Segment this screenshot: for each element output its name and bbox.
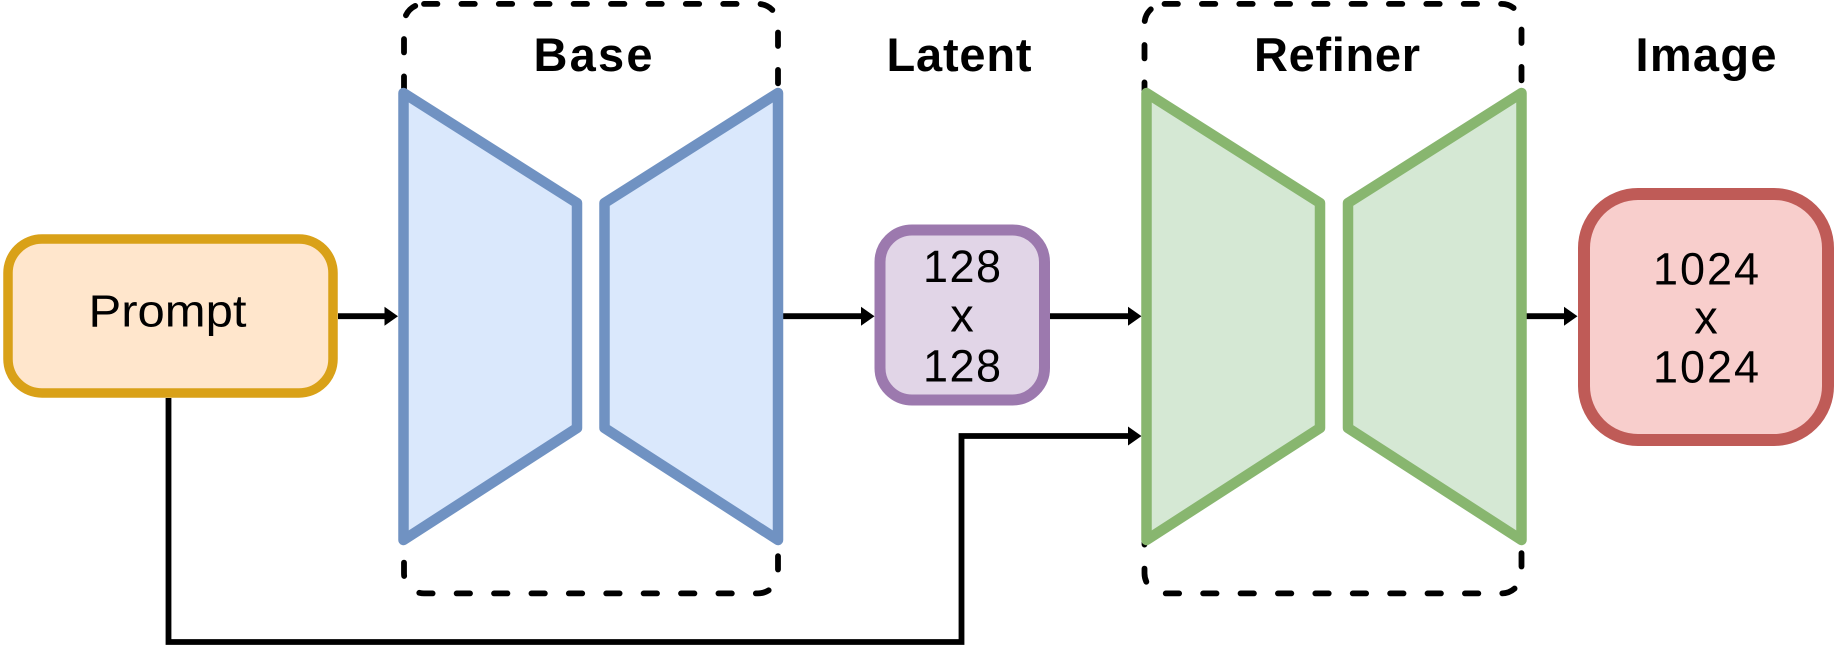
svg-text:Prompt: Prompt — [89, 286, 248, 337]
svg-text:1024: 1024 — [1653, 341, 1759, 392]
svg-text:128: 128 — [923, 241, 1001, 292]
svg-text:Image: Image — [1636, 28, 1777, 81]
svg-text:x: x — [950, 289, 974, 342]
svg-text:128: 128 — [923, 341, 1001, 392]
svg-text:Latent: Latent — [887, 28, 1032, 81]
svg-text:Refiner: Refiner — [1254, 28, 1420, 81]
svg-text:Base: Base — [534, 28, 653, 81]
svg-text:1024: 1024 — [1653, 243, 1759, 294]
svg-text:x: x — [1694, 291, 1718, 344]
